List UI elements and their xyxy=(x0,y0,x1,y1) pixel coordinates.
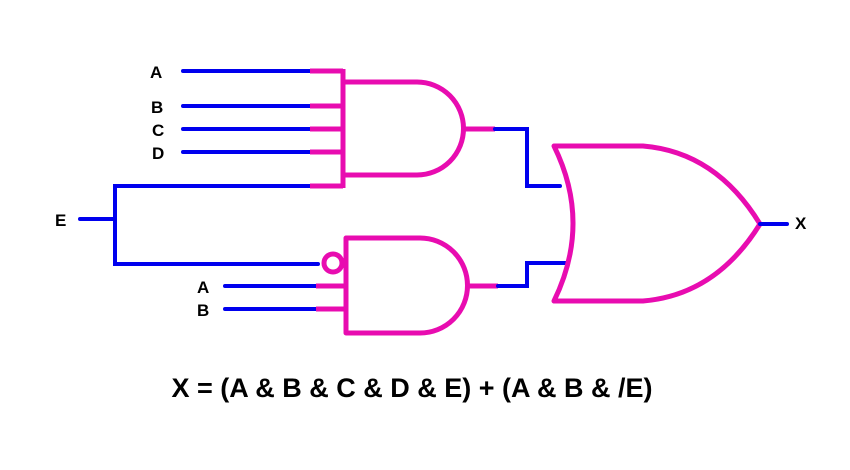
and-gate-2 xyxy=(316,235,498,336)
label-d: D xyxy=(152,144,164,163)
inverter-bubble-icon xyxy=(321,251,345,275)
and2-input-wires xyxy=(223,284,320,311)
label-c: C xyxy=(152,121,164,140)
wire-and2-to-or xyxy=(496,261,569,288)
label-a1: A xyxy=(150,63,162,82)
wire-and1-to-or xyxy=(493,127,562,188)
label-x: X xyxy=(795,214,807,233)
wire-e-split xyxy=(113,184,320,266)
and1-input-wires xyxy=(78,69,320,266)
label-e: E xyxy=(55,211,66,230)
boolean-equation: X = (A & B & C & D & E) + (A & B & /E) xyxy=(171,373,652,403)
and-gate-1 xyxy=(310,68,495,189)
label-a2: A xyxy=(197,278,209,297)
or-gate xyxy=(551,143,763,304)
label-b1: B xyxy=(151,98,163,117)
label-b2: B xyxy=(197,301,209,320)
